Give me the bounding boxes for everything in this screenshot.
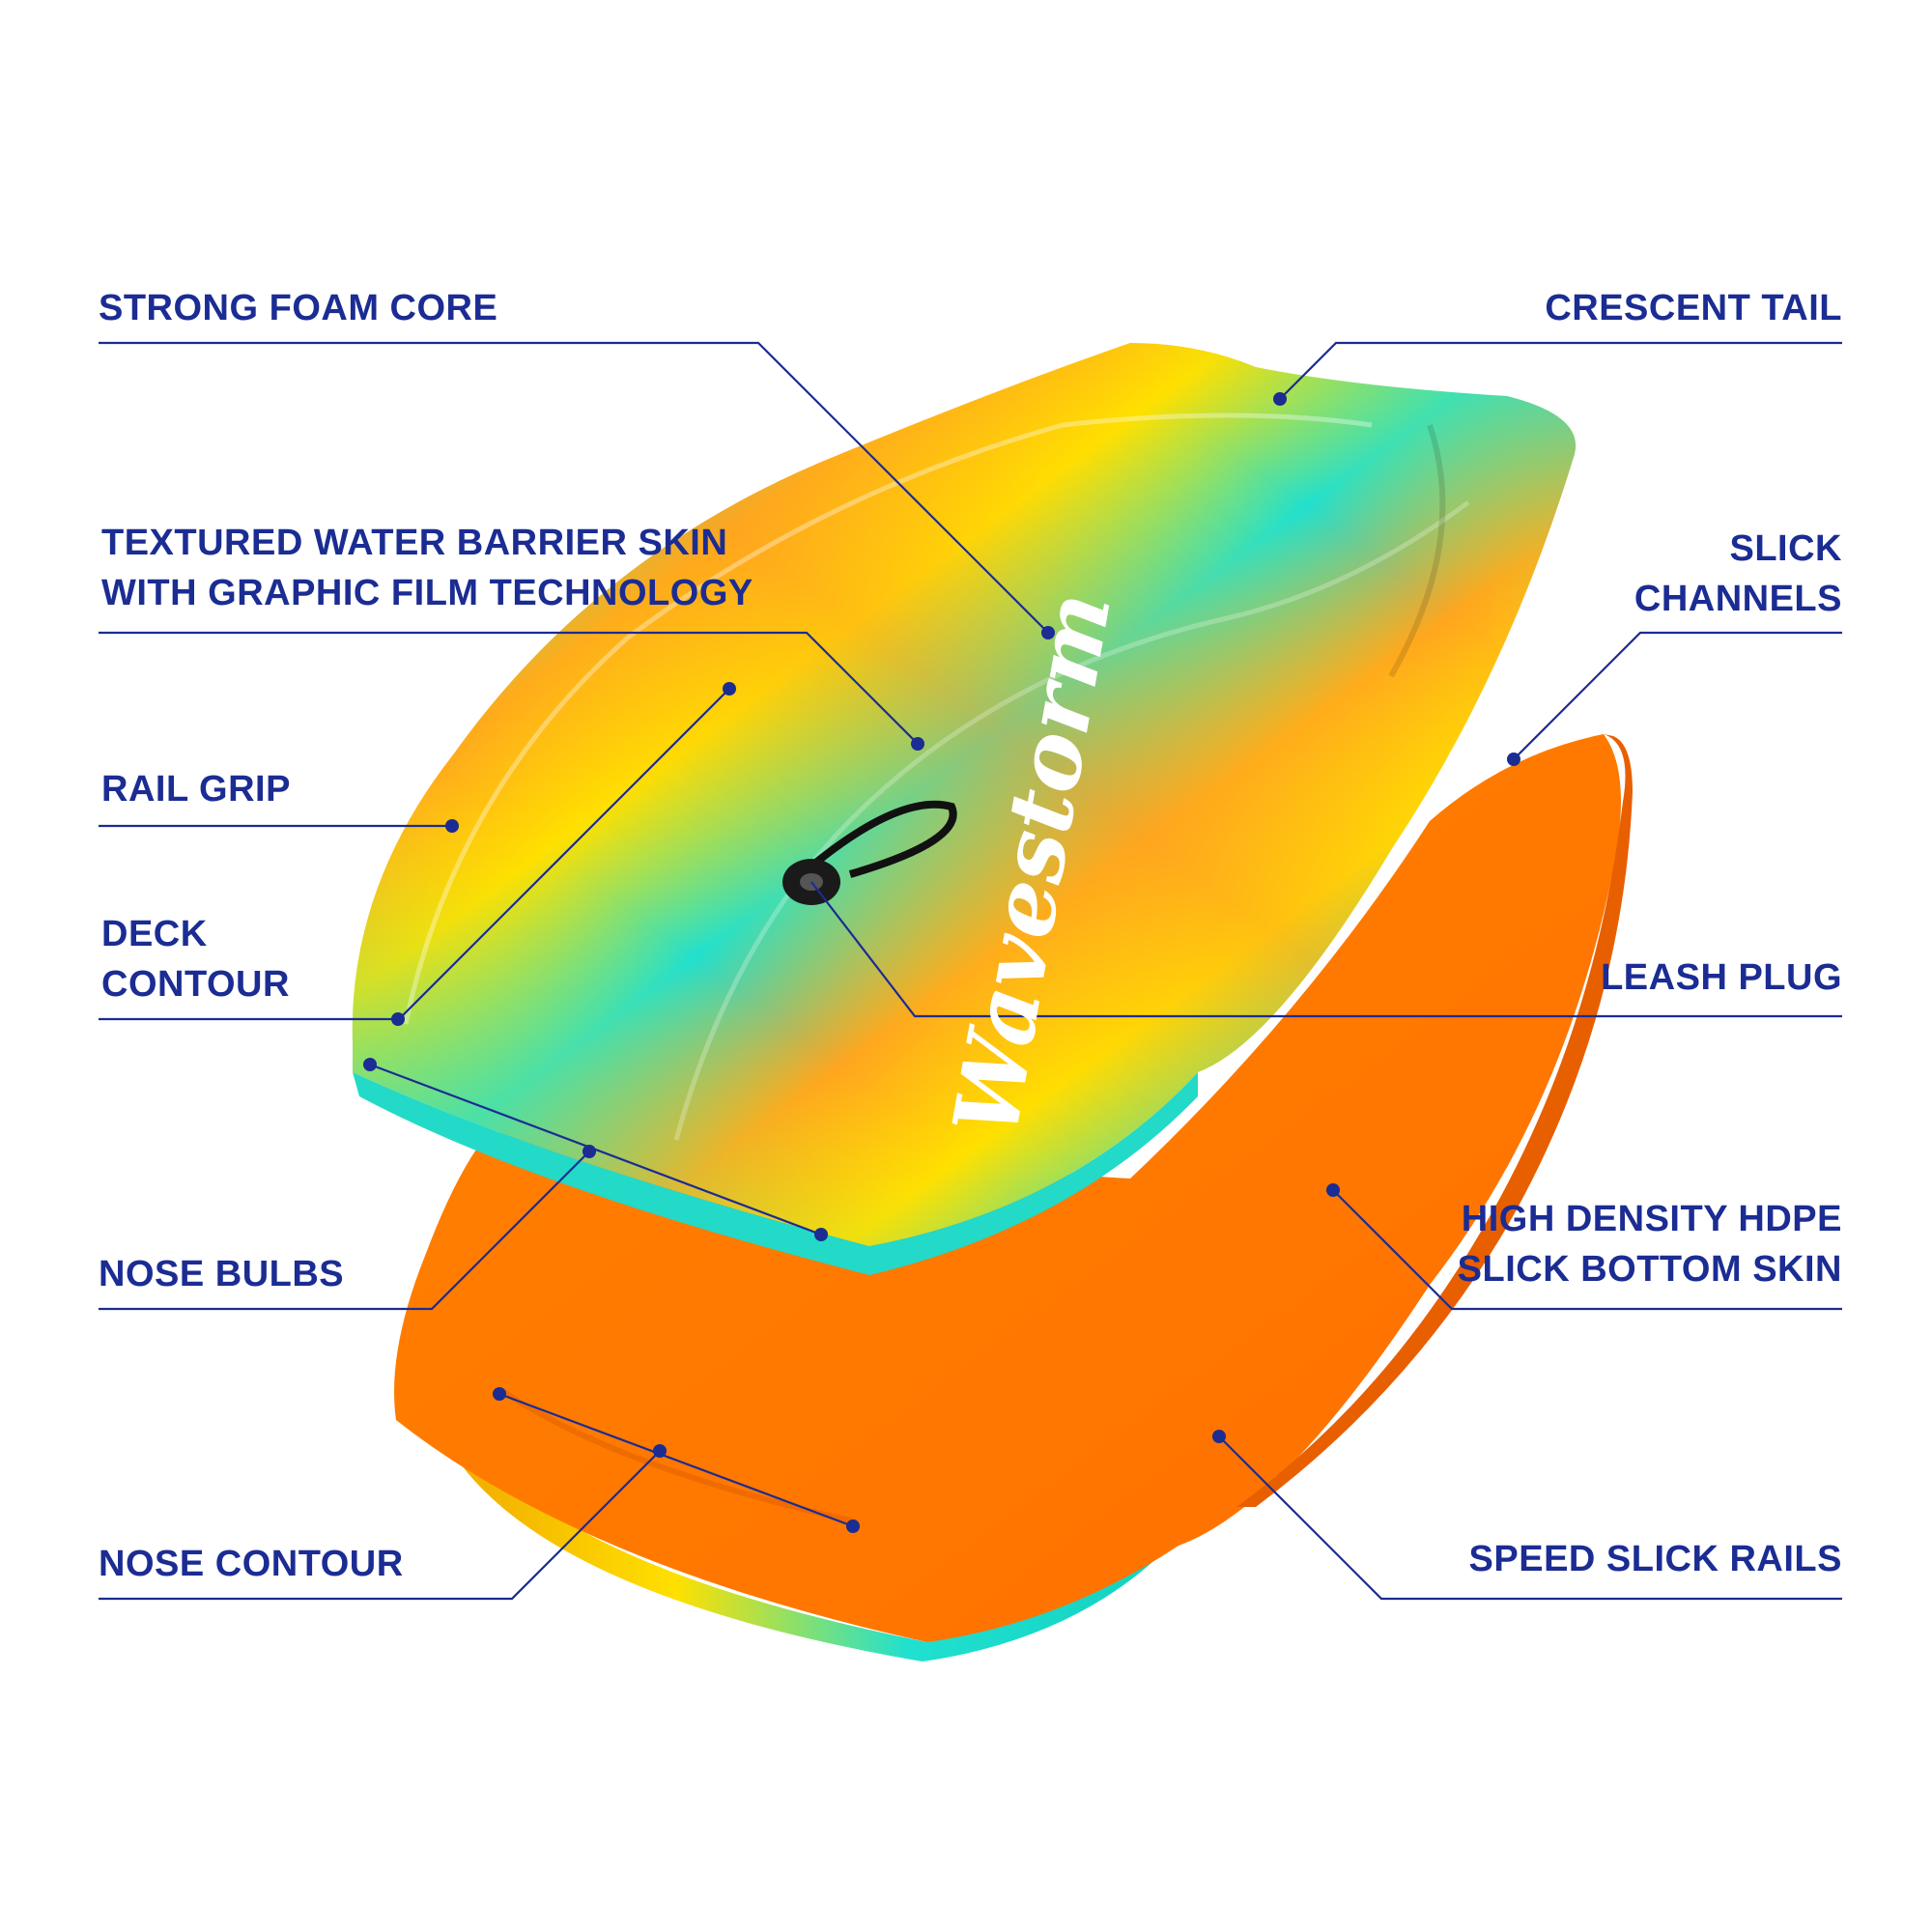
dot-nose-bulbs-left: [363, 1058, 377, 1071]
label-rail-grip: RAIL GRIP: [101, 769, 291, 810]
leader-slick-channels: [1513, 631, 1842, 760]
leader-hdpe: [1332, 1189, 1842, 1311]
leader-crescent-tail: [1279, 341, 1842, 400]
leader-speed-slick-rails: [1218, 1435, 1842, 1601]
label-slick-channels-line2: CHANNELS: [1634, 579, 1842, 619]
label-hdpe-line1: HIGH DENSITY HDPE: [1461, 1199, 1842, 1239]
dot-deck-contour-lower: [391, 1012, 405, 1026]
dot-slick-channels: [1507, 753, 1520, 766]
dot-speed-slick-rails: [1212, 1430, 1226, 1443]
dot-nose-bulbs-mid: [582, 1145, 596, 1158]
dot-rail-grip: [445, 819, 459, 833]
label-strong-foam-core: STRONG FOAM CORE: [99, 288, 498, 328]
bottom-rail-edge: [444, 1420, 1217, 1662]
label-textured-skin-line2: WITH GRAPHIC FILM TECHNOLOGY: [101, 573, 753, 613]
dot-crescent-tail: [1273, 392, 1287, 406]
label-slick-channels-line1: SLICK: [1729, 528, 1842, 569]
dot-textured-skin: [911, 737, 924, 751]
dot-hdpe: [1326, 1183, 1340, 1197]
leader-strong-foam-core: [99, 341, 1049, 634]
dot-deck-contour-upper: [723, 682, 736, 696]
label-crescent-tail: CRESCENT TAIL: [1545, 288, 1842, 328]
label-leash-plug: LEASH PLUG: [1601, 957, 1842, 998]
slick-channel-groove: [1388, 424, 1446, 678]
label-nose-contour: NOSE CONTOUR: [99, 1544, 404, 1584]
bottom-tail-edge: [1236, 734, 1633, 1507]
label-textured-skin-line1: TEXTURED WATER BARRIER SKIN: [101, 523, 728, 563]
label-deck-contour-line2: CONTOUR: [101, 964, 290, 1005]
label-nose-bulbs: NOSE BULBS: [99, 1254, 345, 1294]
leader-leash-plug: [810, 881, 1842, 1018]
leash-cord: [799, 800, 957, 878]
dot-nose-bulbs-right: [814, 1228, 828, 1241]
dot-nose-contour-mid: [653, 1444, 667, 1458]
deck-rail-edge: [353, 1072, 1198, 1275]
label-deck-contour-line1: DECK: [101, 914, 208, 954]
dot-nose-contour-right: [846, 1520, 860, 1533]
label-speed-slick-rails: SPEED SLICK RAILS: [1468, 1539, 1842, 1579]
deck-contour-line: [403, 412, 1373, 1025]
leader-nose-contour-span: [498, 1392, 854, 1528]
deck-swirl-overlay: [352, 343, 1577, 1246]
leader-nose-contour: [99, 1450, 661, 1601]
dot-nose-contour-left: [493, 1387, 506, 1401]
dot-strong-foam-core: [1041, 626, 1055, 639]
leader-nose-bulbs: [99, 1151, 590, 1311]
leader-textured-skin: [99, 631, 919, 745]
label-hdpe-line2: SLICK BOTTOM SKIN: [1457, 1249, 1842, 1290]
callout-dots: [363, 392, 1520, 1533]
deck-contour-line-2: [673, 499, 1470, 1141]
